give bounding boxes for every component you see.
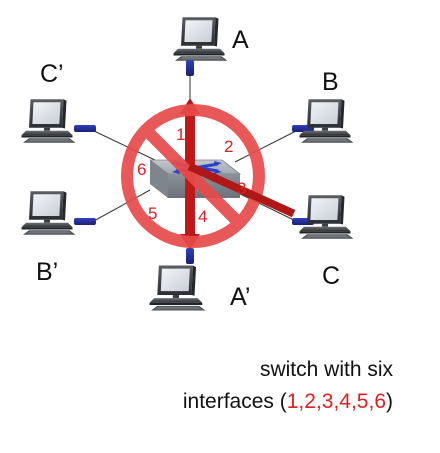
computer-c-icon (299, 195, 354, 239)
plug-a (186, 60, 194, 76)
plug-a-prime (186, 248, 194, 264)
caption-line-2-suffix: ) (386, 390, 393, 413)
interface-2-label: 2 (224, 137, 233, 156)
caption-line-1: switch with six (260, 358, 393, 382)
caption-line-2: interfaces (1,2,3,4,5,6) (183, 390, 393, 414)
link-b (234, 129, 299, 163)
computer-c-prime-icon (21, 99, 76, 143)
computer-b-icon (299, 99, 354, 143)
interface-labels: 1 2 3 4 5 6 (137, 125, 246, 226)
host-label-a-prime: A’ (230, 283, 251, 311)
host-label-c-prime: C’ (40, 60, 64, 88)
caption-line-2-prefix: interfaces ( (182, 390, 287, 413)
blocked-path-slash (187, 162, 296, 218)
host-label-b-prime: B’ (36, 258, 59, 286)
link-b-prime (91, 189, 151, 223)
caption-line-1-text: switch with six (259, 358, 393, 381)
link-c (231, 189, 299, 223)
computer-a-icon (173, 17, 228, 61)
interface-3-label: 3 (237, 179, 246, 198)
interface-4-label: 4 (198, 207, 207, 226)
plug-c-prime (74, 125, 96, 132)
interface-5-label: 5 (148, 204, 157, 223)
computer-b-prime-icon (21, 191, 76, 235)
interface-1-label: 1 (176, 125, 185, 144)
host-label-c: C (322, 262, 341, 290)
plug-b-prime (74, 218, 96, 225)
link-c-prime (91, 129, 156, 161)
prohibition-sign-icon (121, 104, 265, 248)
host-label-b: B (322, 68, 339, 96)
caption-interface-list: 1,2,3,4,5,6 (286, 390, 386, 413)
interface-6-label: 6 (137, 160, 146, 179)
host-label-a: A (232, 26, 249, 54)
computer-a-prime-icon (149, 265, 206, 311)
